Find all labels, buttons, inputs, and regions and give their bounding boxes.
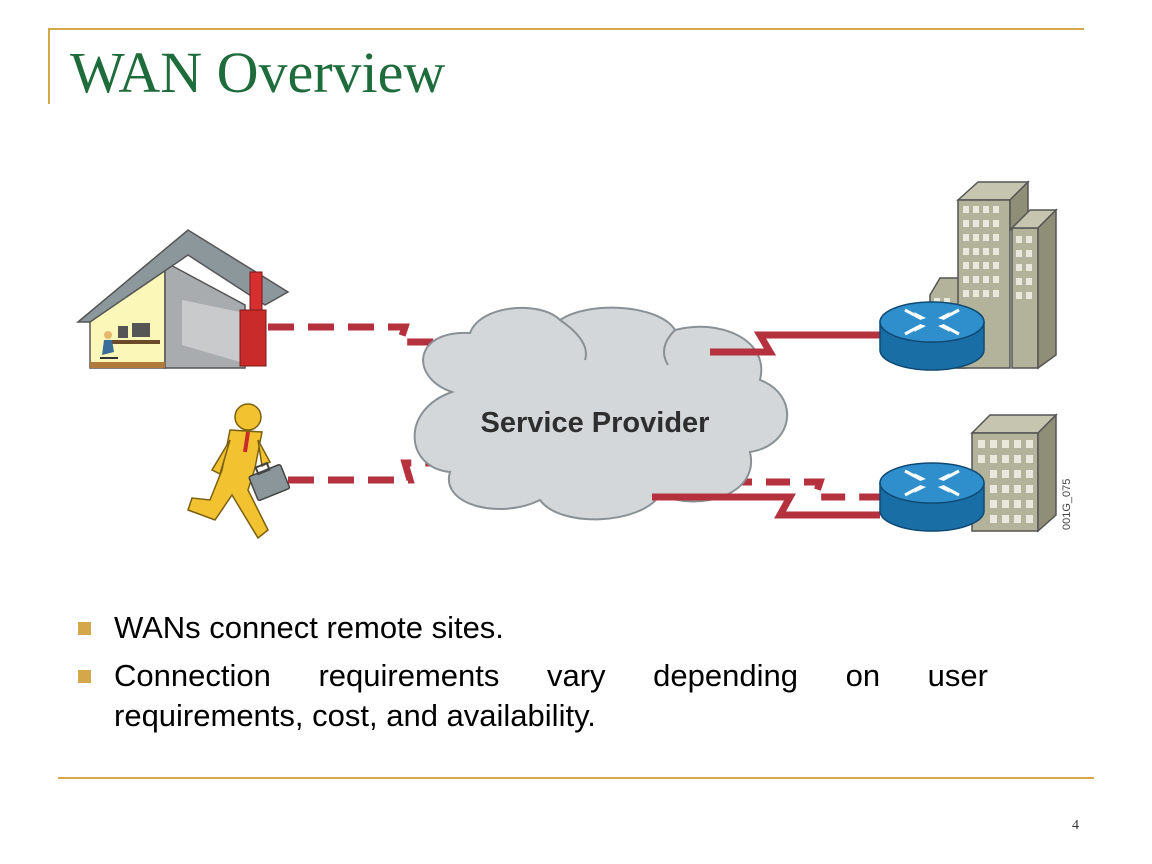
bullet-square-icon (78, 622, 91, 635)
cloud-label: Service Provider (481, 407, 710, 439)
figure-code: 001G_075 (1061, 479, 1073, 530)
branch-serial-link (652, 493, 880, 519)
cloud-icon (413, 306, 788, 521)
hq-serial-link (710, 331, 880, 356)
slide-title: WAN Overview (70, 40, 446, 105)
bottom-rule (58, 777, 1094, 779)
bullet-text: WANs connect remote sites. (114, 610, 504, 645)
left-rule (48, 28, 50, 104)
branch-backup-link (690, 478, 880, 501)
home-office-icon (75, 229, 290, 369)
top-rule (48, 28, 1084, 30)
branch-router-icon (879, 462, 985, 532)
hq-router-icon (879, 301, 985, 371)
bullet-list: WANs connect remote sites. Connection re… (78, 608, 988, 744)
bullet-item: Connection requirements vary depending o… (78, 656, 988, 736)
bullet-text: Connection requirements vary depending o… (114, 658, 988, 733)
page-number: 4 (1072, 818, 1079, 833)
mobile-user-icon (187, 403, 291, 540)
branch-office-building-icon (970, 413, 1058, 533)
bullet-item: WANs connect remote sites. (78, 608, 988, 648)
home-dialup-link (268, 323, 490, 346)
bullet-square-icon (78, 670, 91, 683)
